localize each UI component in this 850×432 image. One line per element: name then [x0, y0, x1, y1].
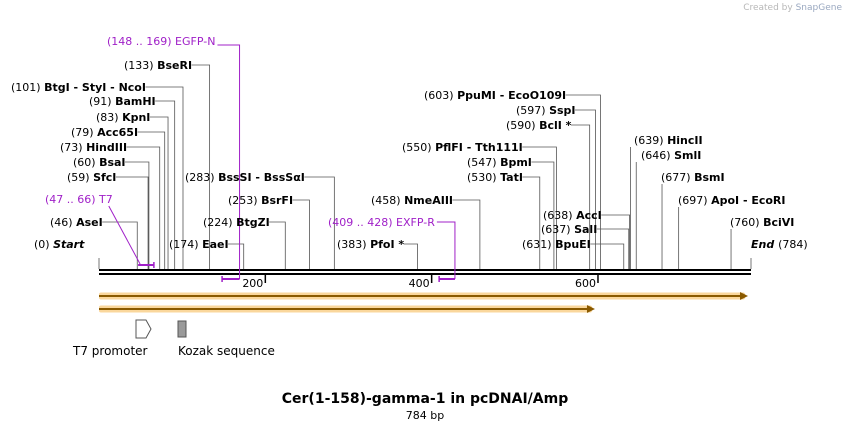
site-leader-bseri [191, 64, 211, 269]
site-leader-ppumi-ecoo109i [565, 94, 601, 269]
site-label-tati: (530) TatI [467, 171, 523, 184]
legend-label-t7-promoter: T7 promoter [72, 344, 148, 358]
site-label-bpuei: (631) BpuEI [522, 238, 591, 251]
primer-leader-egfp-n [217, 44, 241, 279]
primer-leader-exfp-r [436, 221, 456, 279]
watermark-prefix: Created by [743, 3, 793, 13]
site-label-acc65i: (79) Acc65I [71, 126, 138, 139]
site-leader-acc65i [137, 131, 166, 269]
primer-label-t7: (47 .. 66) T7 [45, 193, 113, 206]
site-leader-acci [601, 214, 630, 269]
sequence-backbone [99, 269, 751, 275]
site-label-pflfi-tth111i: (550) PflFI - Tth111I [402, 141, 523, 154]
site-leader-asei [102, 221, 138, 269]
site-leader-kpni [149, 116, 169, 269]
primer-annotations: (47 .. 66) T7 (148 .. 169) EGFP-N (409 .. … [45, 35, 456, 282]
site-leader-bcli [570, 124, 591, 269]
site-label-asei: (46) AseI [50, 216, 103, 229]
feature-arrowhead-2 [586, 305, 595, 313]
site-leader-sspi [575, 109, 596, 269]
site-label-nmeaiii: (458) NmeAIII [371, 194, 453, 207]
feature-arrows [99, 292, 748, 313]
watermark: Created by SnapGene [743, 3, 842, 13]
ruler-label-600: 600 [575, 277, 596, 290]
site-leader-eaei [228, 243, 245, 269]
site-label-pfoi: (383) PfoI * [337, 238, 404, 251]
site-label-ppumi-ecoo109i: (603) PpuMI - EcoO109I [424, 89, 566, 102]
site-label-kpni: (83) KpnI [96, 111, 150, 124]
site-label-bamhi: (91) BamHI [89, 95, 156, 108]
site-label-bcivi: (760) BciVI [730, 216, 794, 229]
site-leader-btgi-styi-ncoi [145, 86, 184, 269]
legend-label-kozak-sequence: Kozak sequence [178, 344, 275, 358]
snapgene-logo: SnapGene [795, 3, 842, 13]
primer-label-egfp-n: (148 .. 169) EGFP-N [107, 35, 215, 48]
site-label-eaei: (174) EaeI [169, 238, 229, 251]
site-leader-sfci [115, 176, 149, 269]
site-leader-bsai [125, 161, 150, 269]
site-label-smli: (646) SmlI [641, 149, 701, 162]
kozak-sequence-icon [177, 320, 187, 338]
site-leader-bsrfi [292, 199, 310, 269]
site-leader-bsssi-bsss-i [304, 176, 335, 269]
feature-legend: T7 promoter Kozak sequence [72, 319, 275, 358]
site-leader-hindiii [126, 146, 161, 269]
site-leader-sali [596, 228, 630, 269]
site-label-sfci: (59) SfcI [67, 171, 116, 184]
site-label-bsrfi: (253) BsrFI [228, 194, 293, 207]
site-label-bsssi-bsss-i: (283) BssSI - BssSαI [185, 171, 305, 184]
site-label-hindiii: (73) HindIII [60, 141, 127, 154]
site-label-sspi: (597) SspI [516, 104, 576, 117]
site-leader-bpuei [590, 243, 625, 269]
site-leader-lines [98, 64, 752, 269]
end-label-end: End (784) [751, 238, 808, 251]
primer-label-exfp-r: (409 .. 428) EXFP-R [328, 216, 435, 229]
end-label-start: (0) Start [34, 238, 85, 251]
site-leader-tati [522, 176, 541, 269]
site-leader-pflfi-tth111i [522, 146, 557, 269]
t7-promoter-icon [135, 319, 152, 339]
map-title: Cer(1-158)-gamma-1 in pcDNAI/Amp [281, 391, 569, 407]
site-label-bpmi: (547) BpmI [467, 156, 532, 169]
ruler-label-400: 400 [409, 277, 430, 290]
feature-arrowhead-1 [740, 292, 748, 300]
site-labels: (46) AseI (59) SfcI (60) BsaI (73) HindIII (… [11, 59, 808, 251]
site-label-hincii: (639) HincII [634, 134, 703, 147]
site-label-acci: (638) AccI [543, 209, 602, 222]
site-leader-bamhi [155, 100, 176, 269]
site-leader-nmeaiii [452, 199, 481, 269]
site-label-sali: (637) SalI [541, 223, 597, 236]
site-label-bseri: (133) BseRI [124, 59, 192, 72]
site-label-apoi-ecori: (697) ApoI - EcoRI [678, 194, 786, 207]
site-label-btgzi: (224) BtgZI [203, 216, 270, 229]
primer-leader-t7 [108, 205, 141, 265]
site-label-bsai: (60) BsaI [73, 156, 126, 169]
site-leader-btgzi [269, 221, 286, 269]
site-leader-bpmi [531, 161, 555, 269]
site-label-bsmi: (677) BsmI [661, 171, 725, 184]
bp-ruler: 200 400 600 [242, 275, 599, 290]
site-leader-pfoi [403, 243, 418, 269]
sequence-length: 784 bp [405, 409, 445, 422]
site-label-btgi-styi-ncoi: (101) BtgI - StyI - NcoI [11, 81, 146, 94]
site-label-bcli: (590) BclI * [506, 119, 572, 132]
ruler-label-200: 200 [242, 277, 263, 290]
